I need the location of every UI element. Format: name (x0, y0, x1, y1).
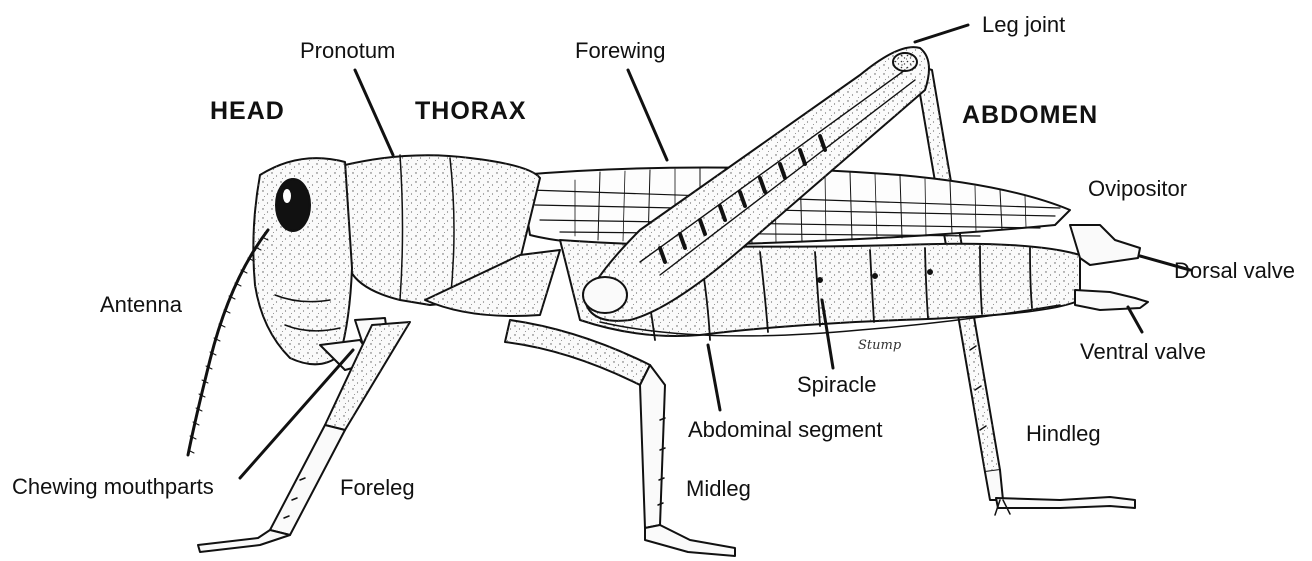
chewing-mouthparts-label: Chewing mouthparts (12, 476, 214, 498)
thorax-region-label: THORAX (415, 99, 527, 124)
artist-signature: Stump (858, 338, 901, 353)
ovipositor-label: Ovipositor (1088, 178, 1187, 200)
ventral-valve-pointer (1128, 307, 1142, 332)
ventral-valve-label: Ventral valve (1080, 341, 1206, 363)
ventral-valve-shape (1075, 290, 1148, 310)
pronotum-pointer (355, 70, 393, 155)
dorsal-valve-shape (1070, 225, 1140, 265)
head-region-label: HEAD (210, 99, 285, 124)
leg-joint-label: Leg joint (982, 14, 1065, 36)
leg-joint-shape (893, 53, 917, 71)
abdomen-region-label: ABDOMEN (962, 103, 1098, 128)
leg-joint-pointer (915, 25, 968, 42)
compound-eye (276, 179, 310, 231)
thorax-shape (345, 155, 560, 316)
dorsal-valve-label: Dorsal valve (1174, 260, 1295, 282)
forewing-label: Forewing (575, 40, 665, 62)
pronotum-label: Pronotum (300, 40, 395, 62)
foreleg-label: Foreleg (340, 477, 415, 499)
antenna-label: Antenna (100, 294, 182, 316)
abdominal-segment-label: Abdominal segment (688, 419, 882, 441)
abdominal-segment-pointer (708, 345, 720, 410)
midleg-label: Midleg (686, 478, 751, 500)
hindleg-label: Hindleg (1026, 423, 1101, 445)
spiracle-label: Spiracle (797, 374, 876, 396)
forewing-pointer (628, 70, 667, 160)
